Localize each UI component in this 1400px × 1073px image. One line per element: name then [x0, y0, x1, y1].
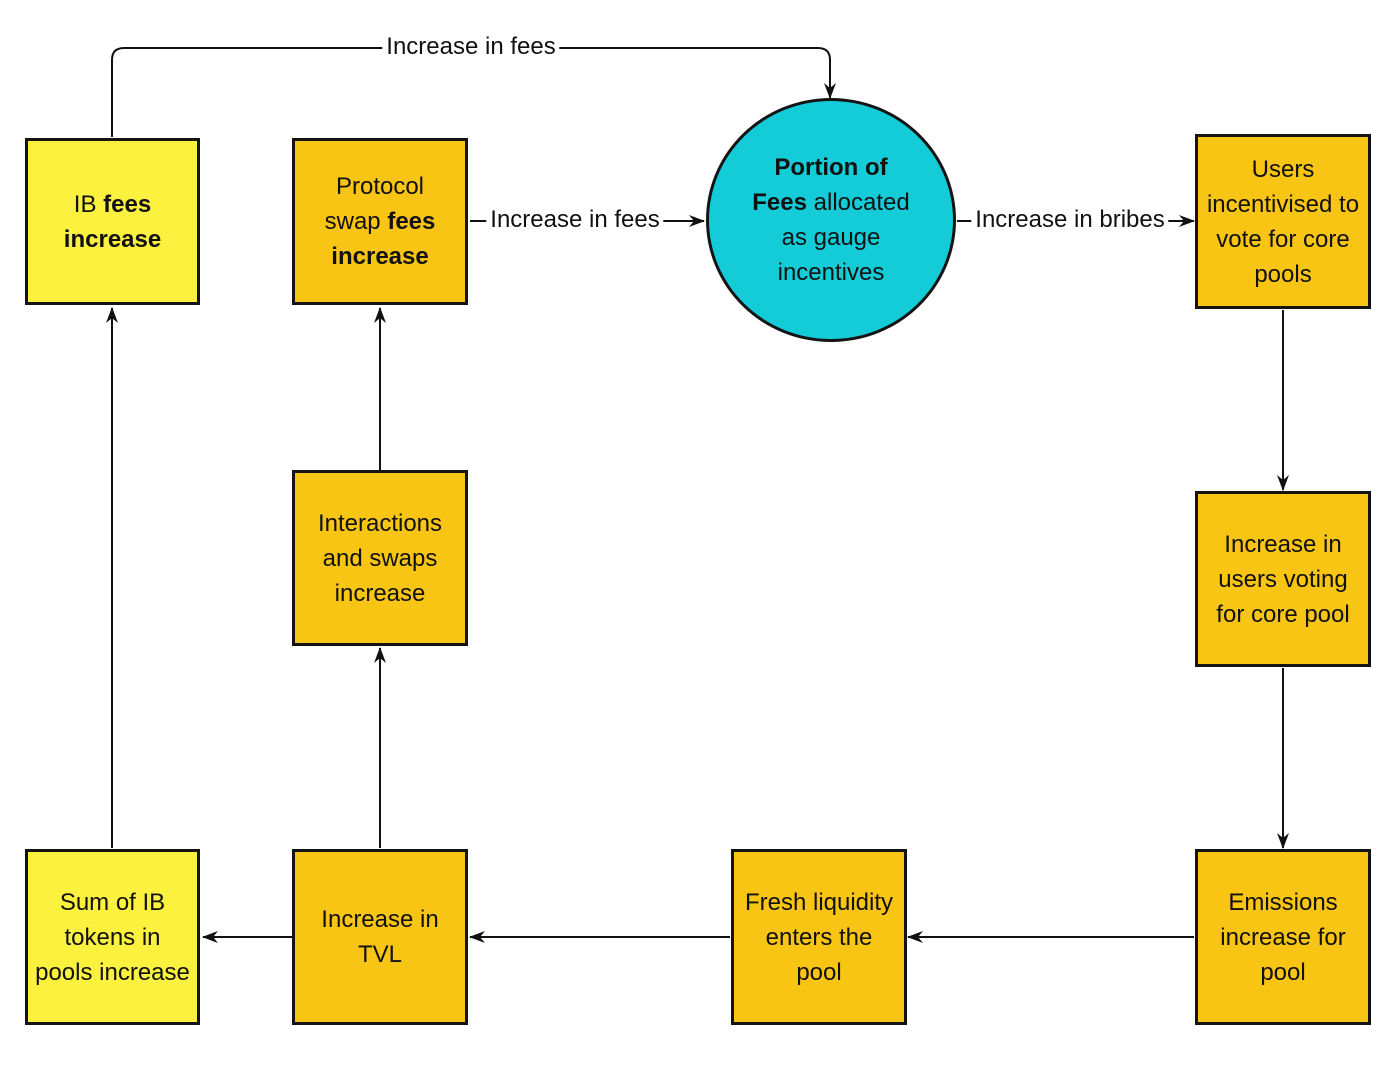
- node-increase-tvl: Increase in TVL: [292, 849, 468, 1025]
- node-emissions-increase: Emissions increase for pool: [1195, 849, 1371, 1025]
- node-interactions-swaps-text: Interactions and swaps increase: [317, 509, 443, 607]
- node-portion-of-fees-text: Portion of Fees allocated as gauge incen…: [752, 154, 910, 286]
- node-users-incentivised: Users incentivised to vote for core pool…: [1195, 134, 1371, 309]
- node-portion-of-fees: Portion of Fees allocated as gauge incen…: [706, 98, 956, 342]
- edge-label-top-fees: Increase in fees: [382, 32, 560, 62]
- node-interactions-swaps: Interactions and swaps increase: [292, 470, 468, 646]
- node-sum-ib-tokens: Sum of IB tokens in pools increase: [25, 849, 200, 1025]
- node-ib-fees-text: IB fees increase: [63, 190, 162, 253]
- node-fresh-liquidity-text: Fresh liquidity enters the pool: [744, 888, 894, 986]
- node-ib-fees-increase: IB fees increase: [25, 138, 200, 305]
- node-sum-ib-tokens-text: Sum of IB tokens in pools increase: [35, 888, 190, 986]
- node-increase-tvl-text: Increase in TVL: [321, 906, 439, 968]
- node-users-incentivised-text: Users incentivised to vote for core pool…: [1206, 155, 1360, 288]
- node-protocol-swap-fees: Protocol swap fees increase: [292, 138, 468, 305]
- node-users-voting-text: Increase in users voting for core pool: [1216, 530, 1350, 628]
- node-users-voting: Increase in users voting for core pool: [1195, 491, 1371, 667]
- node-fresh-liquidity: Fresh liquidity enters the pool: [731, 849, 907, 1025]
- edge-label-middle-fees: Increase in fees: [486, 205, 664, 235]
- node-protocol-swap-text: Protocol swap fees increase: [324, 173, 436, 270]
- edge-label-bribes: Increase in bribes: [971, 205, 1169, 235]
- node-emissions-increase-text: Emissions increase for pool: [1220, 888, 1346, 986]
